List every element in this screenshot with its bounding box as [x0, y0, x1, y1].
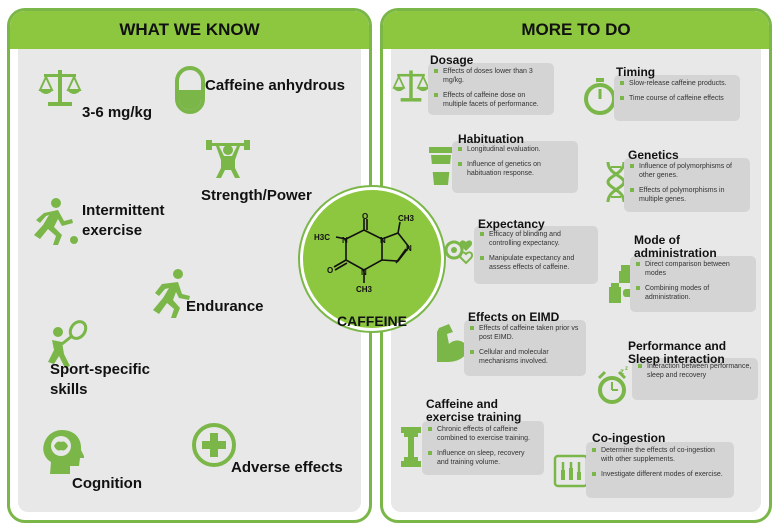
more-to-do-title: MORE TO DO [383, 11, 769, 49]
eimd-box: Effects of caffeine taken prior vs post … [464, 320, 586, 376]
training-title: Caffeine and exercise training [426, 397, 522, 424]
svg-text:CH3: CH3 [398, 214, 415, 223]
co-ingestion-box: Determine the effects of co-ingestion wi… [586, 442, 734, 498]
habituation-box: Longitudinal evaluation.Influence of gen… [452, 141, 578, 193]
sport-specific-skills-label: Sport-specific skills [50, 361, 151, 398]
caffeine-anhydrous-label: Caffeine anhydrous [205, 77, 346, 94]
strength-power-label: Strength/Power [201, 187, 312, 204]
test-tubes-icon [553, 454, 589, 488]
sleep-box: Interaction between performance, sleep a… [632, 358, 758, 400]
timing-title: Timing [616, 65, 656, 79]
medical-cross-icon [191, 422, 237, 468]
timing-box: Slow-release caffeine products.Time cour… [614, 75, 740, 121]
svg-text:O: O [327, 266, 333, 275]
svg-text:N: N [342, 236, 348, 245]
genetics-title: Genetics [628, 148, 679, 162]
coffee-cup-icon [427, 146, 455, 186]
tennis-player-icon [42, 320, 90, 372]
dose-label: 3-6 mg/kg [82, 104, 153, 121]
sprinter-icon [28, 197, 82, 247]
co-ingestion-title: Co-ingestion [592, 431, 666, 445]
expectancy-title: Expectancy [478, 217, 545, 231]
svg-text:z: z [620, 367, 624, 376]
eimd-title: Effects on EIMD [468, 310, 560, 324]
cognition-label: Cognition [72, 475, 142, 492]
runner-icon [148, 268, 192, 320]
caffeine-molecule: O CH3 H3C N N N N O CH3 [314, 213, 415, 294]
adverse-effects-label: Adverse effects [231, 459, 343, 476]
svg-text:N: N [406, 244, 412, 253]
stopwatch-icon [583, 77, 617, 115]
habituation-title: Habituation [458, 132, 524, 146]
weightlifter-icon [204, 136, 252, 180]
brain-heart-icon [444, 230, 476, 270]
expectancy-box: Efficacy of blinding and controlling exp… [474, 226, 598, 284]
training-box: Chronic effects of caffeine combined to … [422, 421, 544, 475]
what-we-know-title: WHAT WE KNOW [10, 11, 369, 49]
dna-icon [604, 160, 628, 204]
svg-text:H3C: H3C [314, 233, 330, 242]
endurance-label: Endurance [186, 298, 264, 315]
svg-text:N: N [361, 268, 367, 277]
caffeine-label: CAFFEINE [337, 313, 407, 329]
dumbbell-icon [398, 425, 424, 469]
brain-head-icon [40, 428, 84, 476]
dosage-scale-icon [392, 68, 430, 104]
intermittent-exercise-label: Intermittent exercise [82, 202, 165, 239]
svg-text:O: O [362, 213, 368, 221]
svg-text:CH3: CH3 [356, 285, 373, 294]
caffeine-circle [300, 187, 444, 331]
dosage-title: Dosage [430, 53, 474, 67]
sleep-title: Performance and Sleep interaction [628, 339, 727, 366]
genetics-box: Influence of polymorphisms of other gene… [624, 158, 750, 212]
svg-text:N: N [380, 236, 386, 245]
pill-icon [173, 66, 207, 114]
mode-of-administration-title: Mode of administration [634, 233, 717, 260]
scale-icon [38, 68, 82, 108]
flexed-arm-icon [433, 322, 469, 364]
svg-text:z: z [625, 366, 628, 372]
dosage-box: Effects of doses lower than 3 mg/kg.Effe… [428, 63, 554, 115]
